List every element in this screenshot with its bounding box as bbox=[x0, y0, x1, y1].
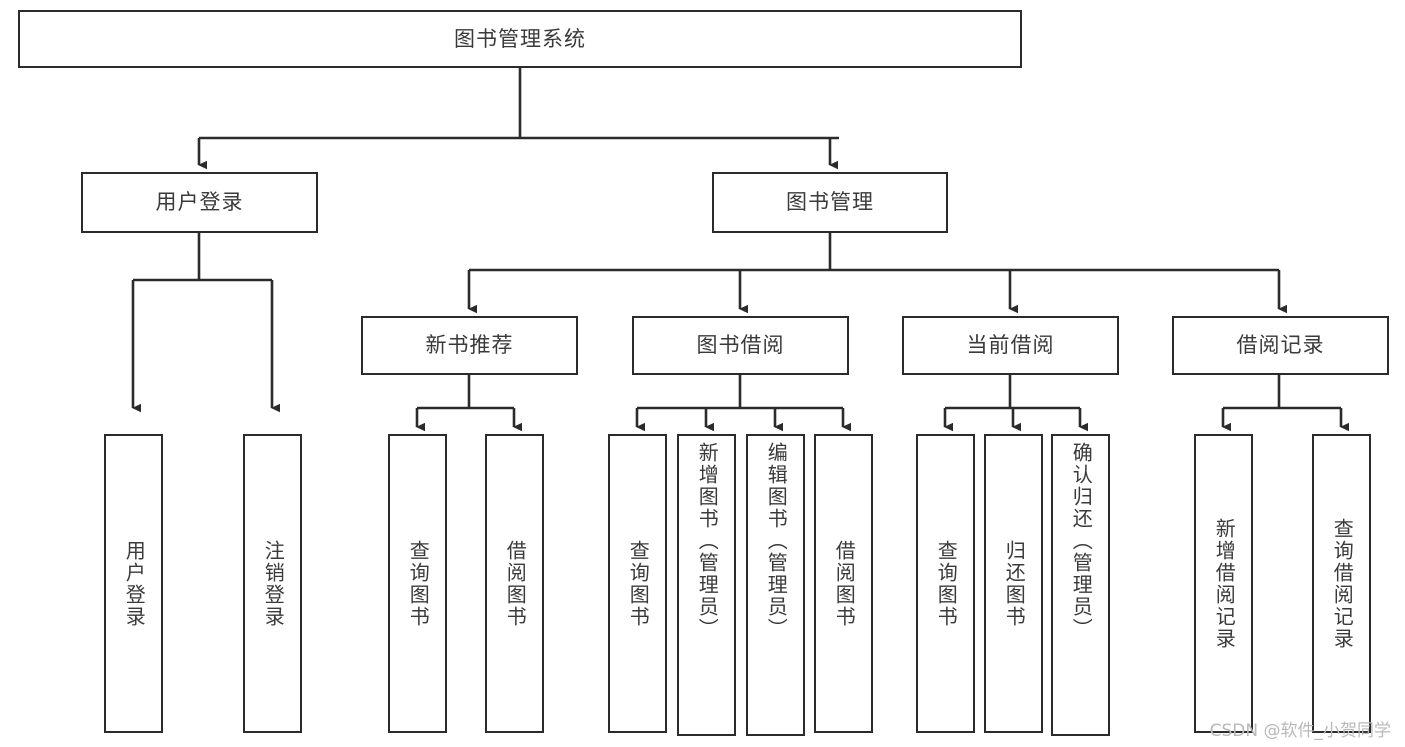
leaf-node-用户登录[interactable]: 用户登录 bbox=[104, 434, 163, 733]
leaf-node-label: 用户登录 bbox=[122, 539, 147, 628]
node-level3-label: 当前借阅 bbox=[966, 333, 1055, 357]
node-root-label: 图书管理系统 bbox=[454, 26, 586, 51]
leaf-node-label: 确认归还（管理员） bbox=[1069, 442, 1094, 640]
leaf-node-查询图书[interactable]: 查询图书 bbox=[608, 434, 667, 733]
leaf-node-label: 新增借阅记录 bbox=[1212, 517, 1237, 650]
node-level3-label: 新书推荐 bbox=[425, 333, 514, 357]
node-level3-图书借阅[interactable]: 图书借阅 bbox=[632, 316, 849, 375]
leaf-node-归还图书[interactable]: 归还图书 bbox=[984, 434, 1043, 733]
leaf-node-借阅图书[interactable]: 借阅图书 bbox=[485, 434, 544, 733]
leaf-node-查询图书[interactable]: 查询图书 bbox=[388, 434, 447, 733]
leaf-node-label: 归还图书 bbox=[1002, 539, 1027, 628]
leaf-node-确认归还管理员[interactable]: 确认归还（管理员） bbox=[1051, 434, 1110, 736]
leaf-node-label: 查询图书 bbox=[406, 539, 431, 628]
node-level3-当前借阅[interactable]: 当前借阅 bbox=[902, 316, 1119, 375]
leaf-node-注销登录[interactable]: 注销登录 bbox=[243, 434, 302, 733]
leaf-node-借阅图书[interactable]: 借阅图书 bbox=[814, 434, 873, 733]
leaf-node-label: 查询图书 bbox=[626, 539, 651, 628]
leaf-node-label: 注销登录 bbox=[261, 539, 286, 628]
node-level2-label: 图书管理 bbox=[786, 190, 874, 214]
node-level3-label: 图书借阅 bbox=[696, 333, 785, 357]
node-level2-label: 用户登录 bbox=[155, 190, 244, 214]
leaf-node-label: 借阅图书 bbox=[503, 539, 528, 628]
leaf-node-查询图书[interactable]: 查询图书 bbox=[916, 434, 975, 733]
node-level3-label: 借阅记录 bbox=[1236, 333, 1325, 357]
leaf-node-新增图书管理员[interactable]: 新增图书（管理员） bbox=[677, 434, 736, 736]
leaf-node-查询借阅记录[interactable]: 查询借阅记录 bbox=[1312, 434, 1371, 733]
node-level2-图书管理[interactable]: 图书管理 bbox=[712, 172, 948, 233]
leaf-node-label: 借阅图书 bbox=[832, 539, 857, 628]
leaf-node-编辑图书管理员[interactable]: 编辑图书（管理员） bbox=[746, 434, 805, 736]
leaf-node-label: 编辑图书（管理员） bbox=[764, 442, 789, 640]
leaf-node-label: 新增图书（管理员） bbox=[695, 442, 720, 640]
leaf-node-新增借阅记录[interactable]: 新增借阅记录 bbox=[1194, 434, 1253, 733]
node-level3-借阅记录[interactable]: 借阅记录 bbox=[1172, 316, 1389, 375]
leaf-node-label: 查询图书 bbox=[934, 539, 959, 628]
leaf-node-label: 查询借阅记录 bbox=[1330, 517, 1355, 650]
node-root[interactable]: 图书管理系统 bbox=[18, 10, 1022, 68]
node-level3-新书推荐[interactable]: 新书推荐 bbox=[361, 316, 578, 375]
node-level2-用户登录[interactable]: 用户登录 bbox=[81, 172, 318, 233]
